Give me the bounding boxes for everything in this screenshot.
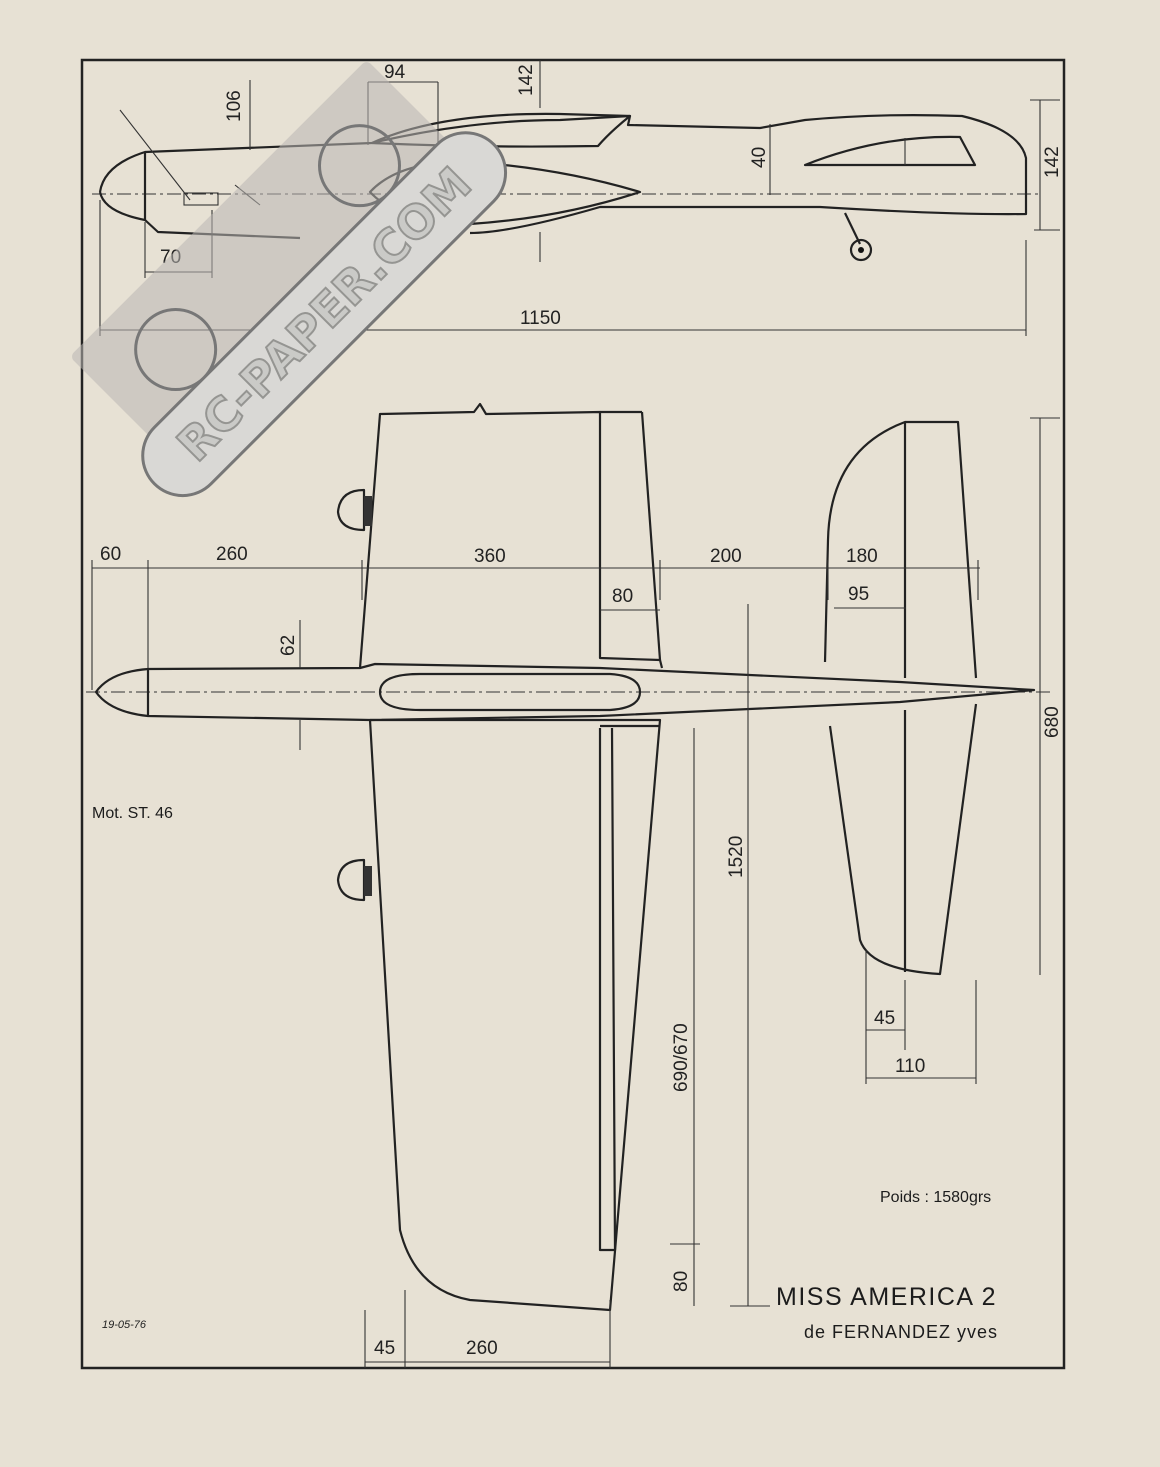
dim-360: 360: [474, 546, 506, 567]
dim-200: 200: [710, 546, 742, 567]
dim-62: 62: [278, 635, 299, 656]
dim-95: 95: [848, 584, 869, 605]
dim-110: 110: [895, 1056, 925, 1077]
dim-690-670: 690/670: [671, 1023, 692, 1092]
dim-260: 260: [216, 544, 248, 565]
top-view: 60 260 360 200 180 80 95 62 680 1520 690…: [86, 402, 1063, 1368]
dim-94: 94: [384, 62, 406, 83]
dim-680: 680: [1042, 706, 1063, 738]
weight-note: Poids : 1580grs: [880, 1189, 991, 1206]
dim-142-right: 142: [1042, 146, 1063, 178]
dim-45-right: 45: [874, 1008, 895, 1029]
side-view: 94 142 106 40 142 70 1150: [92, 60, 1063, 336]
plan-title: MISS AMERICA 2: [776, 1283, 997, 1311]
dim-260-bottom: 260: [466, 1338, 498, 1359]
dim-60: 60: [100, 544, 121, 565]
dim-106: 106: [224, 90, 245, 122]
dim-1520: 1520: [726, 836, 747, 878]
dim-1150: 1150: [520, 308, 561, 329]
dim-180: 180: [846, 546, 878, 567]
drawing-frame: [80, 58, 1066, 1370]
watermark: RC-PAPER.COM: [72, 62, 508, 498]
dim-80-upper: 80: [612, 586, 633, 607]
dim-142-top: 142: [516, 64, 537, 96]
dim-45-bottom: 45: [374, 1338, 395, 1359]
engine-note: Mot. ST. 46: [92, 805, 173, 822]
plan-author: de FERNANDEZ yves: [804, 1322, 998, 1342]
plan-date: 19-05-76: [102, 1319, 147, 1331]
dim-80-lower: 80: [671, 1271, 692, 1292]
dim-40: 40: [749, 147, 770, 168]
